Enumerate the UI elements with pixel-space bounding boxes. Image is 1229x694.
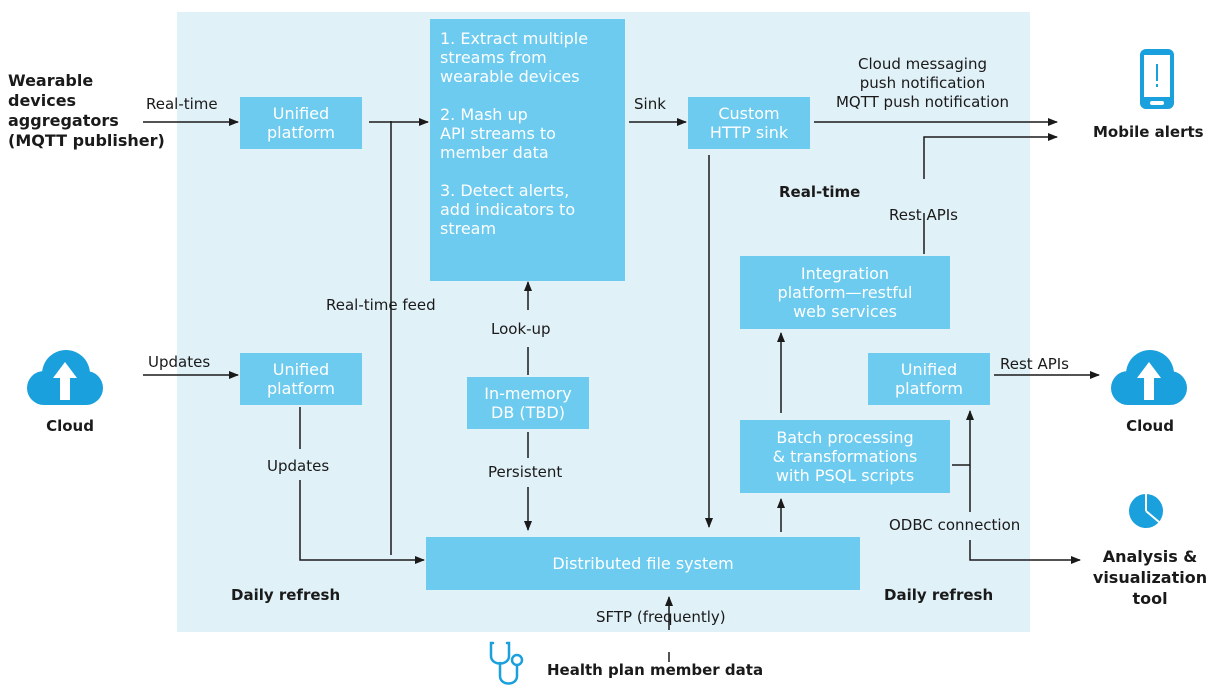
cloud-upload-icon [1111, 350, 1187, 405]
unified-platform-top: Unified platform [240, 97, 362, 149]
sftp-label: SFTP (frequently) [596, 608, 726, 626]
in-memory-db: In-memory DB (TBD) [467, 377, 589, 429]
integration-platform: Integration platform—restful web service… [740, 256, 950, 329]
updates-down-label: Updates [267, 457, 330, 475]
wearable-aggregators-label: Wearable devices aggregators (MQTT publi… [8, 71, 165, 150]
mobile-alerts-label: Mobile alerts [1093, 123, 1204, 141]
rest-apis-up-label: Rest APIs [889, 206, 958, 224]
cloud-left-label: Cloud [46, 417, 94, 435]
daily-refresh-left-label: Daily refresh [231, 586, 341, 604]
realtime-feed-label: Real-time feed [326, 296, 436, 314]
stethoscope-icon [489, 641, 524, 685]
unified-platform-right: Unified platform [868, 353, 990, 405]
persistent-label: Persistent [488, 463, 563, 481]
custom-http-sink: Custom HTTP sink [688, 97, 810, 149]
stream-processing-steps: 1. Extract multiple streams from wearabl… [430, 19, 625, 281]
distributed-file-system: Distributed file system [426, 537, 860, 590]
look-up-label: Look-up [491, 320, 551, 338]
health-plan-data-label: Health plan member data [547, 661, 764, 679]
analysis-tool-label: Analysis & visualization tool [1092, 547, 1208, 608]
updates-input-label: Updates [148, 353, 211, 371]
cloud-right-label: Cloud [1126, 417, 1174, 435]
daily-refresh-right-label: Daily refresh [884, 586, 994, 604]
pie-chart-icon [1129, 494, 1163, 528]
cloud-messaging-label: Cloud messaging push notification MQTT p… [835, 55, 1010, 111]
rest-apis-right-label: Rest APIs [1000, 355, 1069, 373]
realtime-input-label: Real-time [146, 95, 218, 113]
sink-label: Sink [634, 95, 666, 113]
realtime-section-label: Real-time [779, 183, 861, 201]
mobile-phone-alert-icon [1140, 49, 1174, 109]
unified-platform-mid: Unified platform [240, 353, 362, 405]
cloud-upload-icon [27, 350, 103, 405]
batch-processing: Batch processing & transformations with … [740, 420, 950, 493]
odbc-connection-label: ODBC connection [889, 516, 1021, 534]
